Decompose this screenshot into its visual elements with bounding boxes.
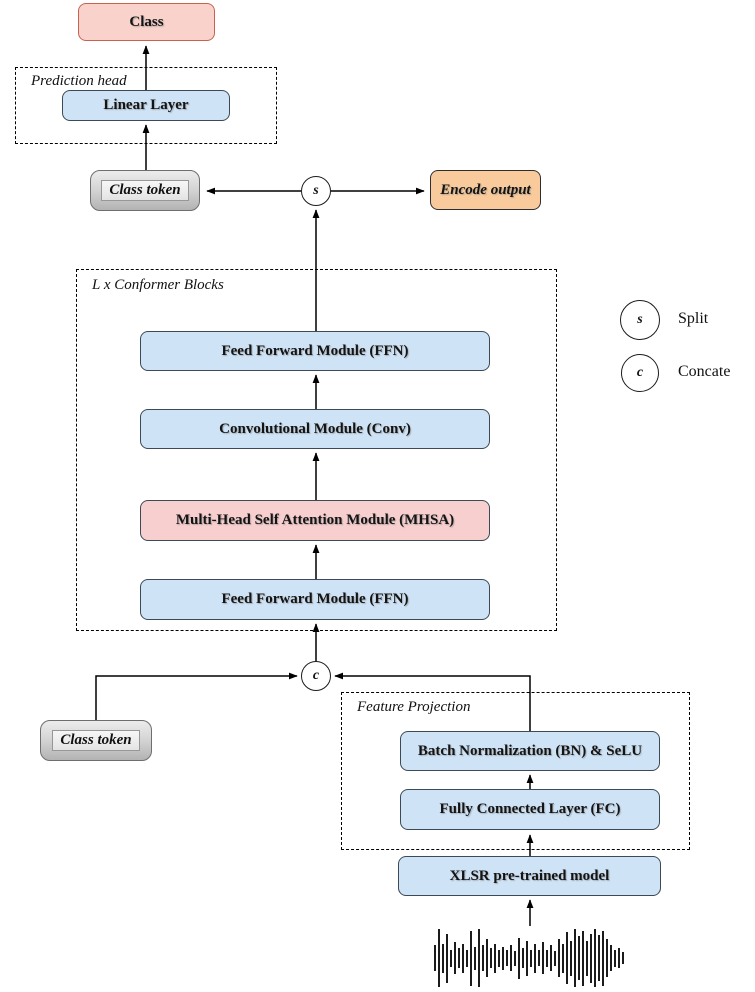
waveform-bar (482, 945, 484, 971)
legend-concat-node: c (621, 354, 659, 392)
waveform-bar (554, 950, 556, 966)
class-token-top-label: Class token (101, 180, 189, 201)
waveform-bar (570, 940, 572, 976)
waveform-bar (450, 949, 452, 967)
waveform-bar (534, 943, 536, 973)
waveform-bar (614, 949, 616, 967)
waveform-bar (622, 952, 624, 964)
ffn-bottom-box: Feed Forward Module (FFN) (140, 579, 490, 620)
waveform-bar (434, 945, 436, 971)
conv-module-box: Convolutional Module (Conv) (140, 409, 490, 449)
feature-projection-group (341, 692, 690, 850)
waveform-bar (526, 940, 528, 976)
waveform-bar (522, 948, 524, 968)
waveform-bar (442, 943, 444, 973)
waveform-bar (530, 949, 532, 967)
waveform-bar (610, 945, 612, 971)
connector-token-to-concat (95, 672, 298, 720)
waveform-bar (550, 945, 552, 971)
waveform-bar (502, 946, 504, 970)
class-token-bottom-box: Class token (40, 720, 152, 761)
waveform-bar (486, 939, 488, 977)
waveform-bar (558, 939, 560, 977)
waveform-bar (514, 950, 516, 966)
waveform-bar (606, 939, 608, 977)
waveform-bar (542, 942, 544, 974)
split-node: s (301, 176, 331, 206)
waveform-bar (538, 950, 540, 966)
feature-projection-label: Feature Projection (357, 699, 471, 715)
legend-split-node: s (620, 300, 660, 340)
waveform-bar (574, 929, 576, 987)
encode-output-box: Encode output (430, 170, 541, 210)
waveform-bar (510, 945, 512, 971)
waveform-bar (470, 930, 472, 986)
waveform-bar (454, 942, 456, 974)
mhsa-module-box: Multi-Head Self Attention Module (MHSA) (140, 500, 490, 541)
waveform-bar (598, 935, 600, 981)
waveform-bar (602, 930, 604, 986)
class-output-box: Class (78, 3, 215, 41)
conformer-blocks-label: L x Conformer Blocks (92, 277, 224, 293)
class-token-bottom-label: Class token (52, 730, 140, 751)
waveform-bar (578, 936, 580, 980)
waveform-bar (494, 943, 496, 973)
linear-layer-box: Linear Layer (62, 90, 230, 121)
waveform-bar (586, 940, 588, 976)
waveform-bar (518, 937, 520, 979)
waveform-bar (490, 948, 492, 968)
concat-node: c (301, 661, 331, 691)
waveform-bar (474, 946, 476, 970)
legend-concat-label: Concate (678, 363, 731, 380)
waveform-bar (566, 932, 568, 984)
waveform-bar (594, 929, 596, 987)
class-token-top-box: Class token (90, 170, 200, 211)
waveform-bar (618, 948, 620, 968)
waveform-bar (546, 949, 548, 967)
waveform-bar (498, 949, 500, 967)
ffn-top-box: Feed Forward Module (FFN) (140, 331, 490, 371)
waveform-bar (462, 943, 464, 973)
waveform-bar (582, 930, 584, 986)
waveform-bar (562, 943, 564, 973)
conformer-blocks-group (76, 269, 557, 631)
audio-waveform (434, 928, 624, 988)
waveform-bar (458, 948, 460, 968)
waveform-bar (466, 949, 468, 967)
waveform-bar (590, 933, 592, 983)
fc-layer-box: Fully Connected Layer (FC) (400, 789, 660, 830)
prediction-head-label: Prediction head (31, 73, 127, 89)
xlsr-model-box: XLSR pre-trained model (398, 856, 661, 896)
waveform-bar (478, 929, 480, 987)
prediction-head-group (15, 67, 277, 144)
waveform-bar (438, 929, 440, 987)
bn-selu-box: Batch Normalization (BN) & SeLU (400, 731, 660, 771)
waveform-bar (446, 933, 448, 983)
waveform-bar (506, 950, 508, 966)
legend-split-label: Split (678, 310, 709, 327)
